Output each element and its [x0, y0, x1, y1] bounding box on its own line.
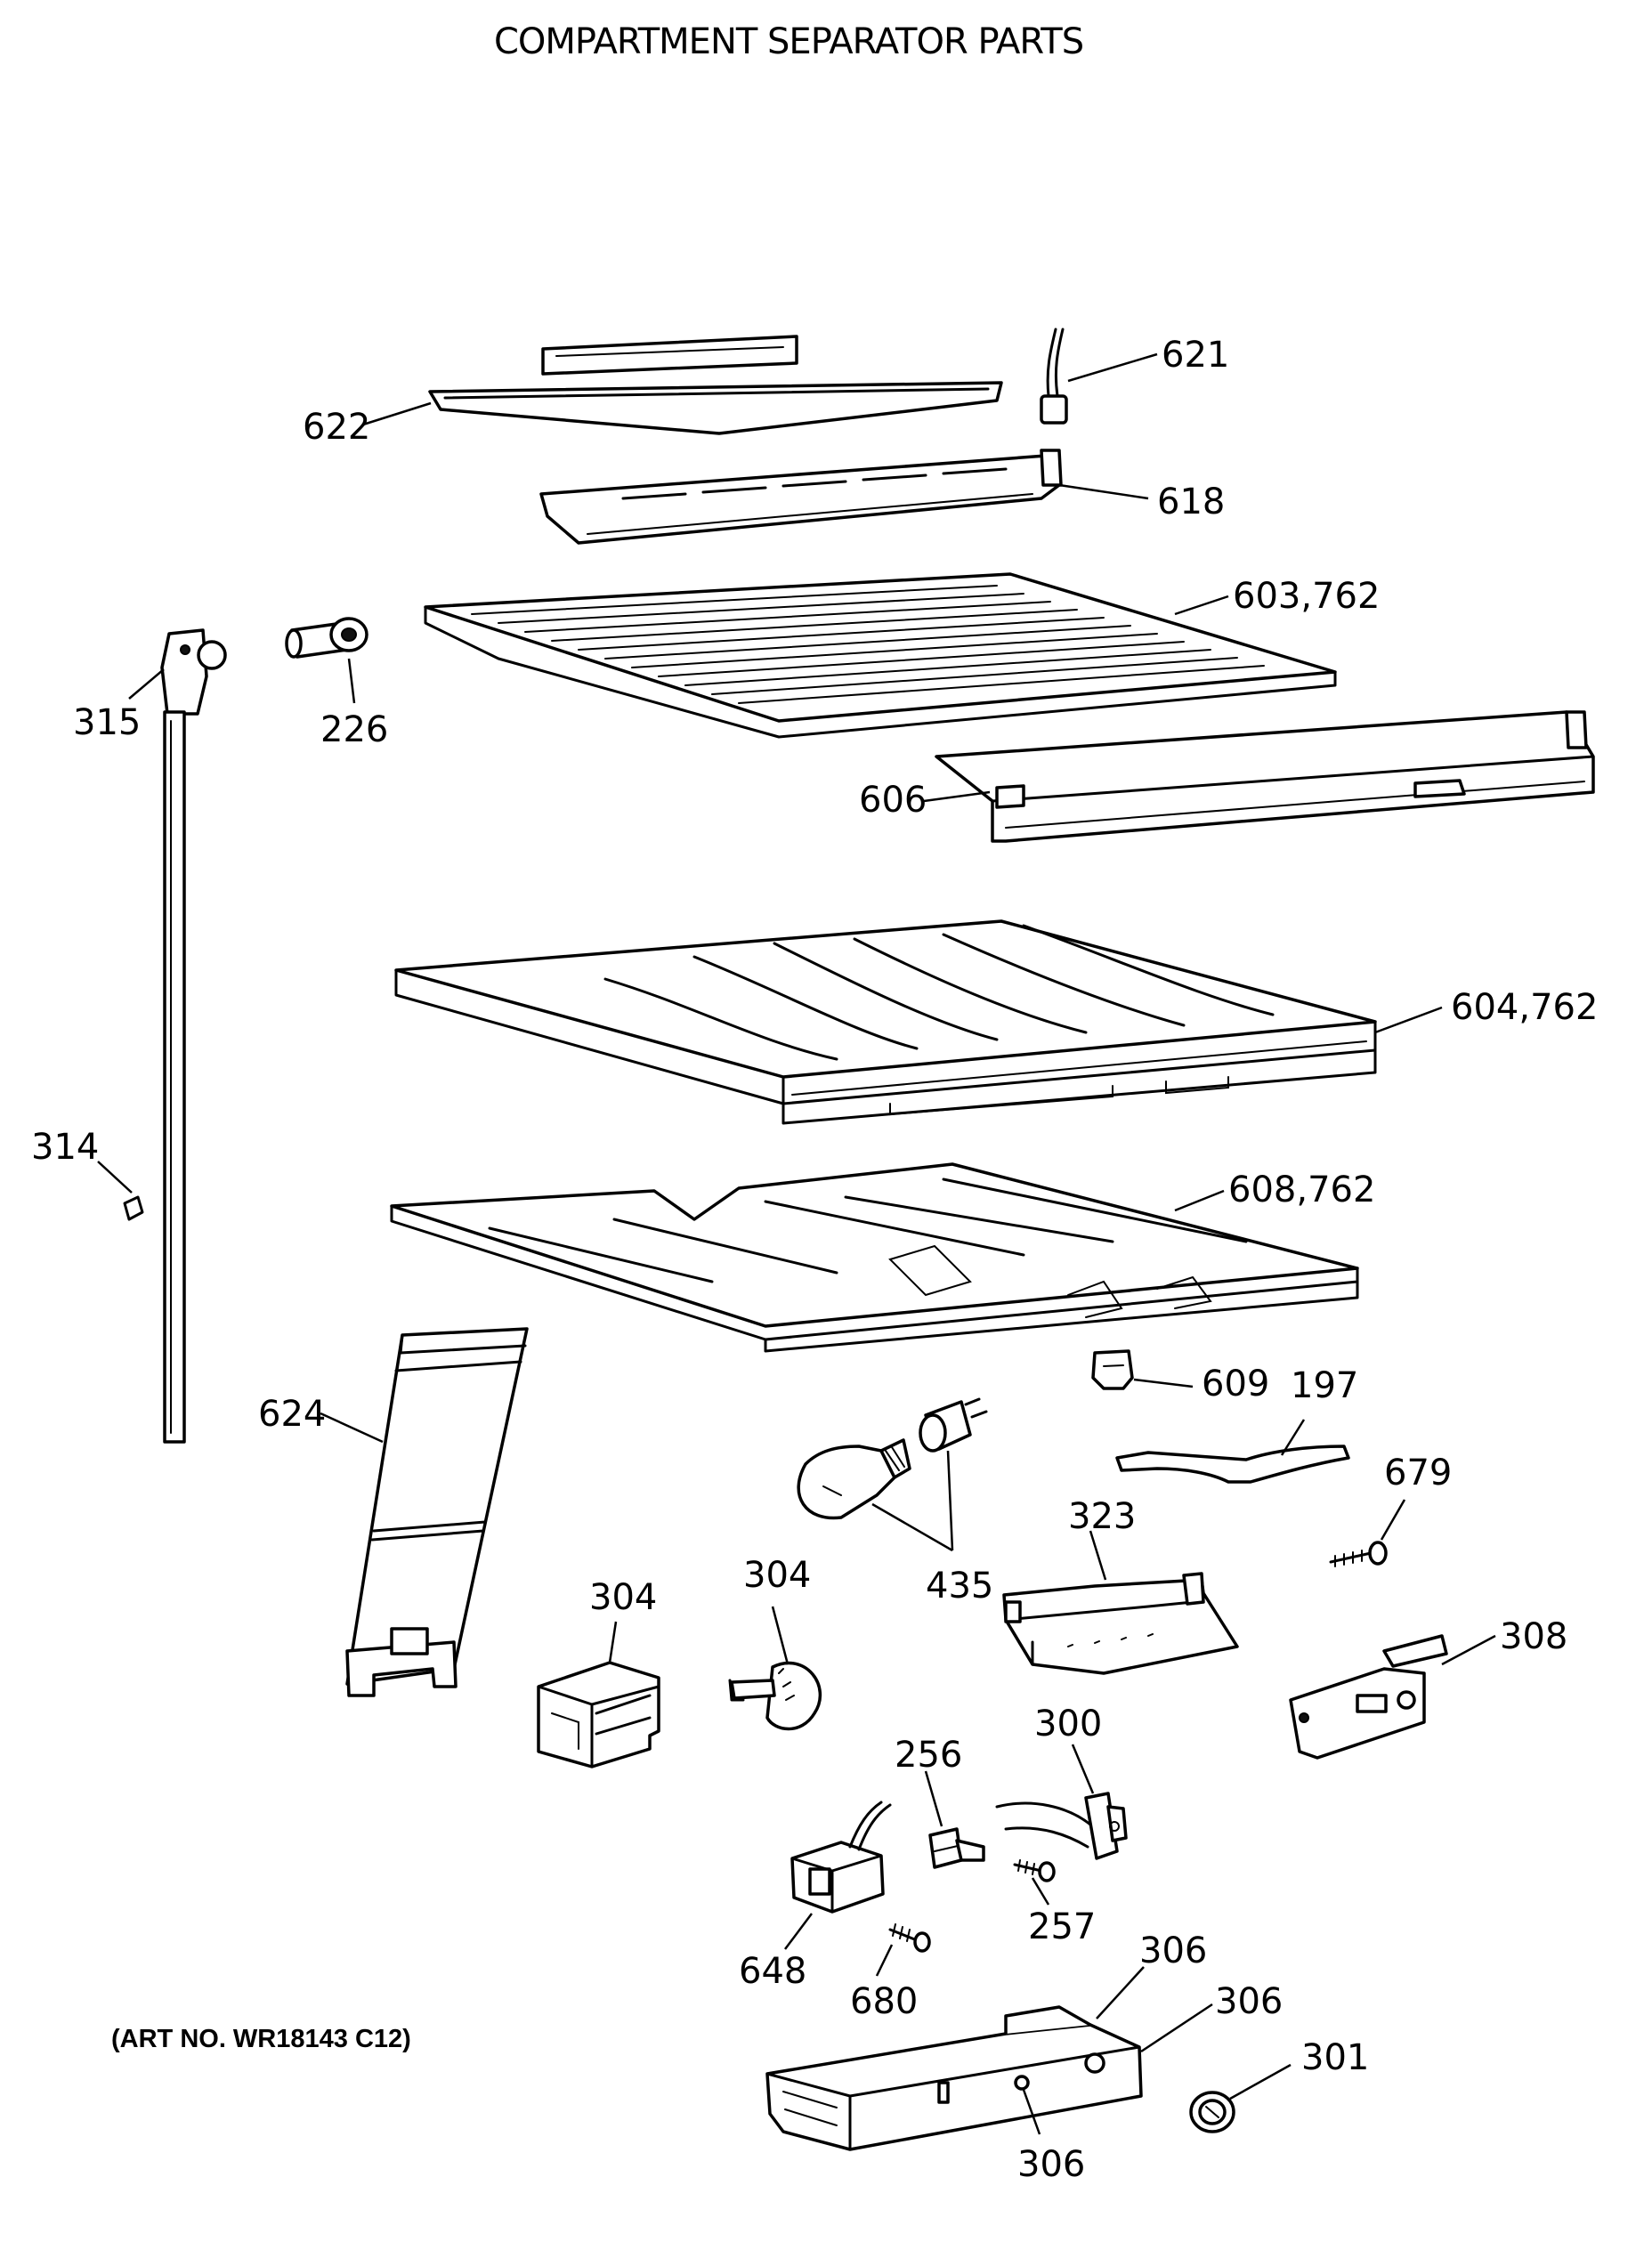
part-256-switch — [928, 1827, 985, 1869]
callout-608: 608,762 — [1228, 1170, 1375, 1210]
leader-306a — [1096, 1966, 1145, 2019]
leader-197 — [1280, 1419, 1306, 1456]
callout-314: 314 — [31, 1127, 99, 1168]
diagram-title: COMPARTMENT SEPARATOR PARTS — [494, 21, 1083, 62]
leader-306b — [1140, 2003, 1213, 2053]
part-226-bushing — [285, 617, 368, 659]
callout-680: 680 — [850, 1981, 918, 2022]
part-306-housing — [765, 2005, 1143, 2151]
part-606-cover — [935, 710, 1595, 843]
part-257-screw — [1013, 1859, 1056, 1882]
callout-621: 621 — [1162, 335, 1229, 376]
part-608-separator — [390, 1162, 1359, 1353]
leader-304b — [771, 1606, 790, 1665]
leader-648 — [784, 1913, 813, 1950]
leader-621 — [1067, 352, 1158, 383]
callout-609: 609 — [1202, 1364, 1269, 1404]
part-304-housing — [537, 1661, 660, 1768]
callout-315: 315 — [73, 702, 141, 743]
part-304-dial — [728, 1661, 822, 1731]
callout-604: 604,762 — [1451, 987, 1598, 1028]
part-679-screw — [1329, 1541, 1388, 1567]
callout-300: 300 — [1034, 1704, 1102, 1744]
part-435-bulb — [797, 1397, 988, 1520]
art-number: (ART NO. WR18143 C12) — [111, 2025, 411, 2053]
callout-306b: 306 — [1215, 1981, 1283, 2022]
leader-301 — [1229, 2063, 1292, 2100]
callout-622: 622 — [303, 407, 370, 448]
part-609-clip — [1091, 1349, 1134, 1390]
callout-256: 256 — [895, 1735, 962, 1776]
leader-624 — [320, 1412, 384, 1444]
callout-618: 618 — [1157, 482, 1225, 522]
callout-306a: 306 — [1139, 1930, 1207, 1971]
leader-604 — [1374, 1006, 1443, 1034]
leader-435b — [946, 1450, 954, 1551]
part-603-shelf — [424, 572, 1337, 739]
callout-648: 648 — [739, 1951, 806, 1992]
leader-257 — [1031, 1877, 1050, 1906]
leader-618 — [1058, 483, 1149, 500]
callout-197: 197 — [1291, 1365, 1358, 1406]
leader-435a — [871, 1502, 953, 1552]
part-622-cover — [428, 335, 1003, 435]
part-315-bracket — [160, 628, 227, 716]
leader-603 — [1174, 595, 1229, 616]
part-680-screw — [888, 1923, 931, 1953]
part-648-relay — [790, 1801, 892, 1914]
leader-323 — [1089, 1530, 1107, 1581]
leader-256 — [924, 1770, 943, 1827]
leader-300 — [1071, 1744, 1095, 1794]
callout-606: 606 — [859, 780, 927, 821]
part-308-bracket — [1289, 1634, 1448, 1760]
part-618-duct — [539, 449, 1063, 545]
leader-606 — [923, 790, 991, 803]
leader-315 — [128, 668, 165, 700]
part-323-housing — [1002, 1572, 1239, 1675]
leader-679 — [1380, 1499, 1406, 1541]
callout-679: 679 — [1384, 1453, 1452, 1493]
leader-609 — [1133, 1378, 1194, 1388]
leader-680 — [875, 1944, 894, 1977]
part-301-knob — [1189, 2091, 1235, 2133]
callout-304a: 304 — [589, 1577, 657, 1618]
callout-603: 603,762 — [1233, 576, 1380, 617]
callout-257: 257 — [1028, 1906, 1096, 1947]
part-314-rod — [123, 710, 186, 1444]
part-604-separator — [394, 919, 1377, 1125]
leader-308 — [1441, 1634, 1496, 1666]
leader-306c — [1022, 2089, 1041, 2135]
leader-622 — [362, 401, 432, 426]
leader-608 — [1174, 1189, 1225, 1212]
callout-435: 435 — [926, 1566, 993, 1607]
part-300-switch — [995, 1792, 1128, 1860]
callout-226: 226 — [320, 709, 388, 750]
callout-308: 308 — [1500, 1616, 1567, 1657]
callout-301: 301 — [1301, 2037, 1369, 2078]
callout-323: 323 — [1068, 1496, 1136, 1537]
leader-314 — [97, 1161, 133, 1194]
leader-304a — [608, 1621, 618, 1663]
callout-306c: 306 — [1017, 2144, 1085, 2185]
part-621-wire — [1040, 328, 1068, 425]
part-624-panel — [345, 1327, 529, 1697]
callout-304b: 304 — [743, 1555, 811, 1596]
callout-624: 624 — [258, 1394, 326, 1435]
part-197-strip — [1115, 1445, 1350, 1484]
leader-226 — [347, 658, 356, 704]
